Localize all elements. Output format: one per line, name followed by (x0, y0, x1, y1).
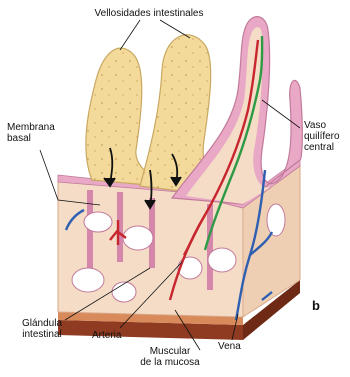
gland-cross-section (112, 282, 136, 302)
gland-cross-section (123, 226, 153, 250)
label-lacteal: Vaso quilífero central (304, 120, 340, 153)
label-lacteal-line2: quilífero (304, 131, 340, 142)
label-basement-line1: Membrana (7, 122, 55, 133)
label-vein: Vena (218, 341, 241, 352)
label-villi: Vellosidades intestinales (74, 8, 224, 19)
label-lacteal-line3: central (304, 142, 340, 153)
label-gland-line1: Glándula (12, 318, 72, 329)
gland-cross-section (72, 268, 104, 292)
label-gland-line2: intestinal (12, 329, 72, 340)
label-lacteal-line1: Vaso (304, 120, 340, 131)
label-intestinal-gland: Glándula intestinal (12, 318, 72, 340)
label-muscularis-line2: de la mucosa (130, 357, 210, 368)
label-muscularis-line1: Muscular (130, 346, 210, 357)
gland-cross-section (84, 212, 112, 232)
gland-cross-section (267, 204, 285, 236)
label-basement-line2: basal (7, 133, 55, 144)
gland-cross-section (178, 257, 202, 279)
panel-letter: b (312, 298, 320, 313)
gland-cross-section (208, 248, 236, 272)
label-muscularis: Muscular de la mucosa (130, 346, 210, 368)
label-artery: Arteria (92, 330, 121, 341)
label-basement-membrane: Membrana basal (7, 122, 55, 144)
